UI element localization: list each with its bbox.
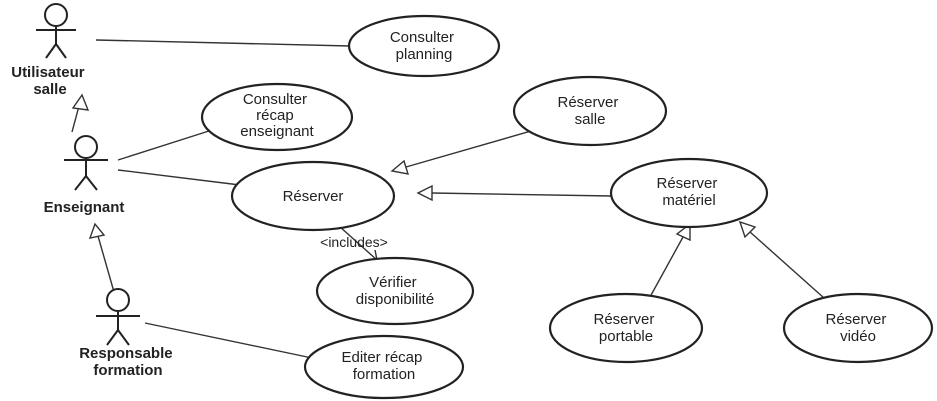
use-case-verifier-disponibilite[interactable]: Vérifier disponibilité bbox=[315, 256, 475, 326]
use-case-reserver[interactable]: Réserver bbox=[230, 160, 396, 232]
actor-enseignant[interactable]: Enseignant bbox=[44, 135, 125, 216]
svg-text:Consulter récap en: Consulter récap enseignant bbox=[240, 91, 314, 140]
include-label: <includes> bbox=[320, 234, 388, 250]
svg-text:Vérifier disponibilité: Vérifier disponibilité bbox=[356, 274, 434, 308]
svg-text:Réserver portable: Réserver portable bbox=[593, 311, 658, 345]
generalization-reserver-materiel-reserver bbox=[431, 192, 613, 197]
svg-text:Réserver matériel: Réserver matériel bbox=[656, 175, 721, 209]
assoc-utilisateur-consulter-planning bbox=[95, 39, 351, 47]
use-case-consulter-planning[interactable]: Consulter planning bbox=[347, 14, 501, 78]
actor-responsable-label: Responsable formation bbox=[79, 345, 177, 379]
generalization-arrowhead bbox=[390, 159, 410, 175]
assoc-responsable-editer-recap bbox=[144, 322, 313, 359]
actor-utilisateur-salle[interactable]: Utilisateur salle bbox=[11, 3, 89, 98]
svg-text:Réserver: Réserver bbox=[283, 188, 344, 205]
use-case-editer-recap-formation[interactable]: Editer récap formation bbox=[303, 334, 465, 400]
generalization-arrowhead bbox=[71, 93, 90, 111]
svg-text:Réserver salle: Réserver salle bbox=[557, 94, 622, 128]
svg-text:Réserver vidéo: Réserver vidéo bbox=[825, 311, 890, 345]
use-case-reserver-materiel[interactable]: Réserver matériel bbox=[609, 157, 769, 229]
actor-head bbox=[74, 135, 98, 159]
actor-responsable-formation[interactable]: Responsable formation bbox=[79, 288, 177, 379]
svg-text:Editer récap formation: Editer récap formation bbox=[341, 349, 426, 383]
generalization-arrowhead bbox=[416, 184, 433, 202]
svg-text:Consulter planning: Consulter planning bbox=[390, 29, 458, 63]
actor-head bbox=[106, 288, 130, 312]
generalization-arrowhead bbox=[88, 222, 106, 239]
generalization-arrowhead bbox=[738, 220, 757, 239]
actor-enseignant-label: Enseignant bbox=[44, 199, 125, 216]
generalization-reserver-salle-reserver bbox=[405, 126, 546, 168]
use-case-reserver-salle[interactable]: Réserver salle bbox=[512, 75, 668, 147]
generalization-reserver-portable-materiel bbox=[649, 236, 684, 298]
use-case-reserver-video[interactable]: Réserver vidéo bbox=[782, 292, 934, 364]
actor-utilisateur-label: Utilisateur salle bbox=[11, 64, 89, 98]
generalization-reserver-video-materiel bbox=[749, 231, 825, 299]
assoc-enseignant-reserver bbox=[117, 169, 241, 186]
generalization-enseignant-utilisateur bbox=[71, 105, 80, 133]
generalization-responsable-enseignant bbox=[97, 235, 115, 293]
actor-head bbox=[44, 3, 68, 27]
use-case-consulter-recap-enseignant[interactable]: Consulter récap enseignant bbox=[200, 82, 354, 152]
use-case-reserver-portable[interactable]: Réserver portable bbox=[548, 292, 704, 364]
assoc-enseignant-consulter-recap bbox=[117, 129, 213, 161]
